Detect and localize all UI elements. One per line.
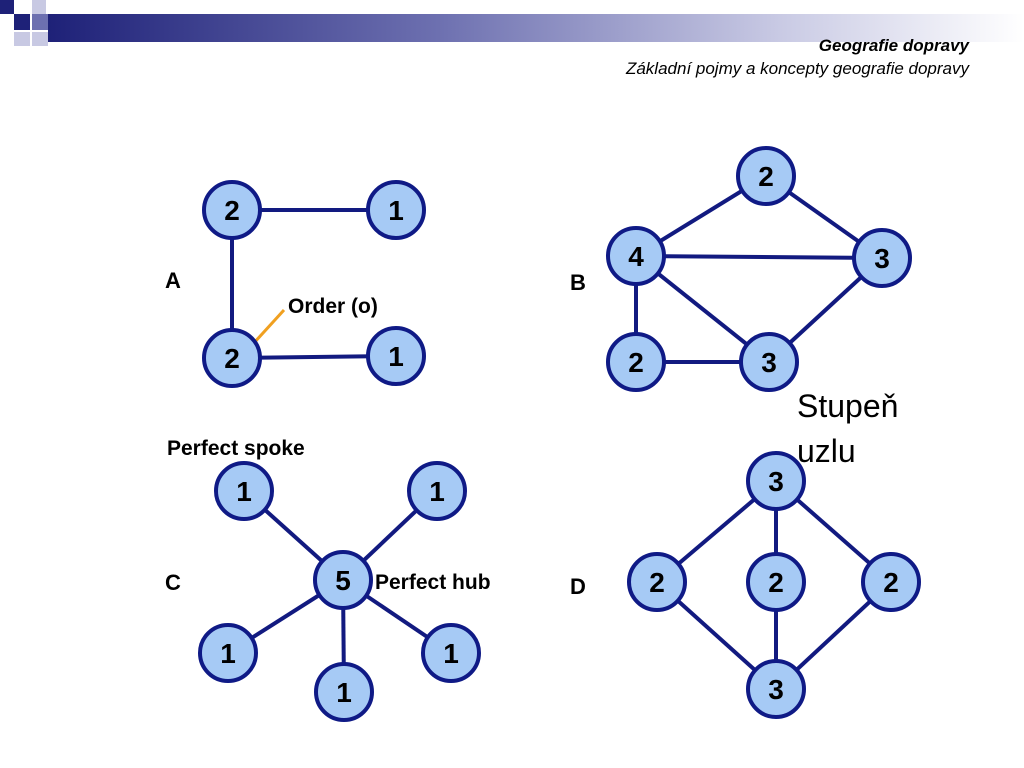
degree-text-line2: uzlu — [797, 433, 856, 469]
graph-node: 5 — [313, 550, 373, 610]
graph-node: 1 — [366, 326, 426, 386]
graph-edge — [635, 254, 883, 260]
graph-node: 2 — [736, 146, 796, 206]
node-circle — [746, 451, 806, 511]
node-circle — [606, 332, 666, 392]
graph-node: 2 — [202, 328, 262, 388]
order-arrow — [251, 308, 286, 346]
graph-a-label: A — [165, 268, 181, 293]
graph-node: 2 — [861, 552, 921, 612]
deco-square — [32, 0, 46, 14]
node-degree-label: 3 — [768, 466, 784, 497]
node-circle — [852, 228, 912, 288]
node-degree-label: 2 — [628, 347, 644, 378]
node-circle — [198, 623, 258, 683]
node-degree-label: 1 — [336, 677, 352, 708]
graph-node: 1 — [421, 623, 481, 683]
node-degree-label: 5 — [335, 565, 351, 596]
header-gradient-bar — [48, 14, 1024, 42]
graph-node: 2 — [202, 180, 262, 240]
graph-node: 3 — [746, 451, 806, 511]
deco-square — [32, 14, 48, 30]
graph-c-label: C — [165, 570, 181, 595]
node-degree-label: 4 — [628, 241, 644, 272]
node-circle — [366, 180, 426, 240]
node-degree-label: 2 — [224, 195, 240, 226]
nodes-layer: 2 1 2 1 2 4 3 2 3 5 1 1 1 1 1 3 2 2 2 3 — [198, 146, 921, 722]
node-circle — [314, 662, 374, 722]
graph-node: 3 — [746, 659, 806, 719]
edges-layer — [226, 174, 893, 693]
node-degree-label: 1 — [388, 341, 404, 372]
perfect-hub-annotation: Perfect hub — [375, 571, 491, 594]
graph-node: 2 — [746, 552, 806, 612]
node-circle — [746, 552, 806, 612]
node-degree-label: 1 — [429, 476, 445, 507]
node-circle — [202, 180, 262, 240]
graph-node: 1 — [198, 623, 258, 683]
node-degree-label: 2 — [883, 567, 899, 598]
deco-square — [0, 0, 14, 14]
node-degree-label: 2 — [758, 161, 774, 192]
slide-title: Geografie dopravy — [818, 36, 969, 55]
graph-b-label: B — [570, 270, 586, 295]
node-circle — [214, 461, 274, 521]
degree-text-line1: Stupeň — [797, 388, 898, 424]
node-degree-label: 1 — [236, 476, 252, 507]
graph-node: 1 — [407, 461, 467, 521]
node-degree-label: 3 — [874, 243, 890, 274]
node-circle — [606, 226, 666, 286]
node-circle — [407, 461, 467, 521]
node-circle — [313, 550, 373, 610]
node-degree-label: 1 — [220, 638, 236, 669]
graph-node: 1 — [366, 180, 426, 240]
node-degree-label: 1 — [443, 638, 459, 669]
graph-node: 1 — [314, 662, 374, 722]
graph-node: 2 — [606, 332, 666, 392]
node-circle — [202, 328, 262, 388]
graph-node: 3 — [852, 228, 912, 288]
slide-header: Geografie dopravy Základní pojmy a konce… — [626, 36, 969, 79]
node-circle — [421, 623, 481, 683]
node-circle — [746, 659, 806, 719]
graph-node: 3 — [739, 332, 799, 392]
node-circle — [739, 332, 799, 392]
deco-square — [14, 32, 30, 46]
graph-node: 2 — [627, 552, 687, 612]
slide-subtitle: Základní pojmy a koncepty geografie dopr… — [625, 59, 969, 78]
node-circle — [736, 146, 796, 206]
graph-node: 1 — [214, 461, 274, 521]
graph-d-label: D — [570, 574, 586, 599]
node-circle — [627, 552, 687, 612]
graph-node: 4 — [606, 226, 666, 286]
node-degree-label: 2 — [224, 343, 240, 374]
node-degree-label: 3 — [768, 674, 784, 705]
node-circle — [366, 326, 426, 386]
node-degree-label: 3 — [761, 347, 777, 378]
perfect-spoke-annotation: Perfect spoke — [167, 437, 305, 460]
node-degree-label: 2 — [649, 567, 665, 598]
node-degree-label: 2 — [768, 567, 784, 598]
deco-square — [14, 14, 30, 30]
node-degree-label: 1 — [388, 195, 404, 226]
node-circle — [861, 552, 921, 612]
order-annotation: Order (o) — [288, 295, 378, 318]
deco-square — [32, 32, 48, 46]
